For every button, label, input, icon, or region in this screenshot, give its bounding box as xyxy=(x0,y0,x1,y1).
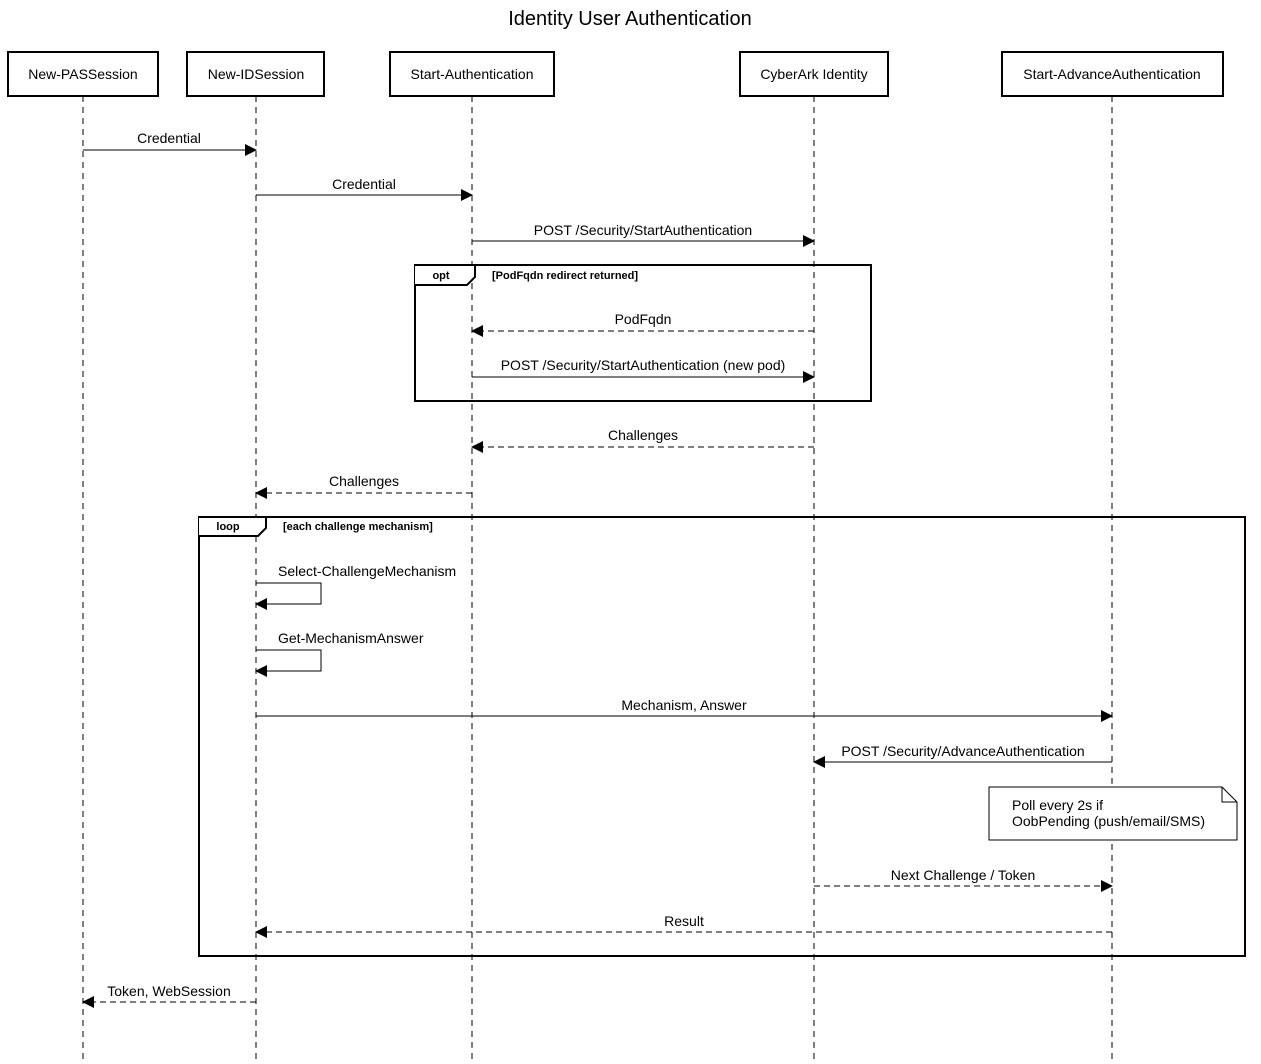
participant-start-authentication: Start-Authentication xyxy=(389,51,555,97)
message-label: Mechanism, Answer xyxy=(621,697,747,713)
message-get-mechanismanswer: Get-MechanismAnswer xyxy=(255,630,424,677)
message-label: Challenges xyxy=(608,427,678,443)
message-label: Next Challenge / Token xyxy=(891,867,1036,883)
message-label: POST /Security/StartAuthentication (new … xyxy=(501,357,786,373)
participant-start-advanceauthentication: Start-AdvanceAuthentication xyxy=(1001,51,1224,97)
message-label: Get-MechanismAnswer xyxy=(278,630,424,646)
message-label: POST /Security/StartAuthentication xyxy=(534,222,752,238)
message-result: Result xyxy=(255,913,1112,938)
opt-frame: opt [PodFqdn redirect returned] xyxy=(414,264,872,402)
lifelines xyxy=(82,96,1113,1059)
message-label: Result xyxy=(664,913,704,929)
message-credential-2: Credential xyxy=(256,176,473,201)
opt-frame-tag: opt xyxy=(432,270,449,282)
message-label: POST /Security/AdvanceAuthentication xyxy=(841,743,1084,759)
loop-frame: loop [each challenge mechanism] xyxy=(198,516,1246,957)
message-challenges-2: Challenges xyxy=(255,473,472,499)
message-label: Token, WebSession xyxy=(107,983,230,999)
message-credential-1: Credential xyxy=(83,130,257,156)
participant-cyberark-identity: CyberArk Identity xyxy=(739,51,889,97)
opt-frame-condition: [PodFqdn redirect returned] xyxy=(492,270,638,282)
message-token-websession: Token, WebSession xyxy=(82,983,256,1008)
note-poll: Poll every 2s if OobPending (push/email/… xyxy=(988,786,1238,841)
loop-frame-condition: [each challenge mechanism] xyxy=(283,521,433,533)
note-line: OobPending (push/email/SMS) xyxy=(1012,813,1205,829)
participant-new-idsession: New-IDSession xyxy=(186,51,325,97)
diagram-title: Identity User Authentication xyxy=(508,8,751,30)
message-label: Challenges xyxy=(329,473,399,489)
message-podfqdn: PodFqdn xyxy=(471,311,814,337)
message-challenges-1: Challenges xyxy=(471,427,814,453)
message-post-start-authentication-new-pod: POST /Security/StartAuthentication (new … xyxy=(472,357,815,383)
message-label: Credential xyxy=(137,130,201,146)
message-label: Credential xyxy=(332,176,396,192)
message-post-advance-authentication: POST /Security/AdvanceAuthentication xyxy=(813,743,1112,768)
message-next-challenge-token: Next Challenge / Token xyxy=(814,867,1113,892)
message-mechanism-answer: Mechanism, Answer xyxy=(256,697,1113,722)
participant-label: New-IDSession xyxy=(208,66,304,82)
participant-label: New-PASSession xyxy=(28,66,137,82)
message-post-start-authentication: POST /Security/StartAuthentication xyxy=(472,222,815,247)
participant-new-passession: New-PASSession xyxy=(7,51,159,97)
note-line: Poll every 2s if xyxy=(1012,797,1103,813)
message-label: Select-ChallengeMechanism xyxy=(278,563,456,579)
message-label: PodFqdn xyxy=(615,311,672,327)
participants: New-PASSession New-IDSession Start-Authe… xyxy=(7,51,1224,97)
message-select-challengemechanism: Select-ChallengeMechanism xyxy=(255,563,456,610)
participant-label: Start-Authentication xyxy=(411,66,534,82)
participant-label: CyberArk Identity xyxy=(760,66,867,82)
participant-label: Start-AdvanceAuthentication xyxy=(1023,66,1200,82)
loop-frame-tag: loop xyxy=(216,521,239,533)
